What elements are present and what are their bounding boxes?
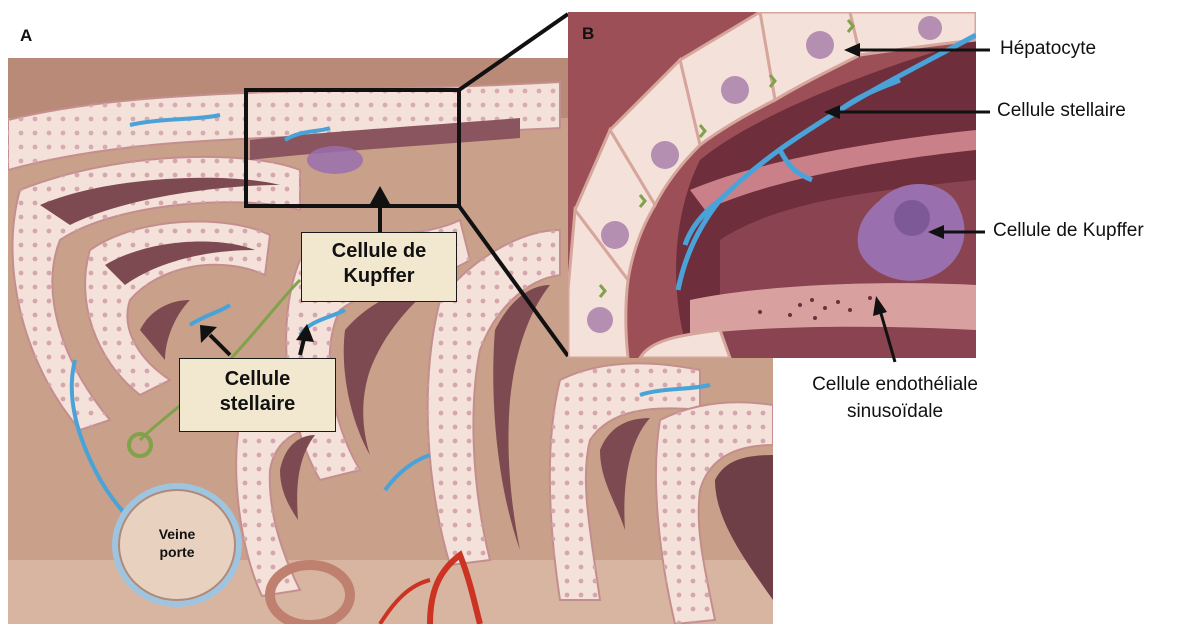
kupffer-label-line1: Cellule de [302,239,456,264]
portal-vein-label: Veine porte [137,525,217,561]
endothelial-label-line2: sinusoïdale [780,399,1010,426]
kupffer-cell-a [307,146,363,174]
stellate-label-line1: Cellule [180,367,335,392]
kupffer-label-line2: Kupffer [302,264,456,289]
stellate-label-box-a: Cellule stellaire [179,358,336,432]
endothelial-label-line1: Cellule endothéliale [780,372,1010,399]
kupffer-label-box-a: Cellule de Kupffer [301,232,457,302]
stellate-label-b: Cellule stellaire [997,100,1126,122]
hepatocyte-label: Hépatocyte [1000,38,1096,60]
panel-b-letter: B [582,24,594,44]
endothelial-label: Cellule endothéliale sinusoïdale [780,372,1010,425]
stellate-label-line2: stellaire [180,392,335,417]
kupffer-label-b: Cellule de Kupffer [993,220,1144,242]
panel-b-illustration [568,12,976,358]
panel-a-letter: A [20,26,32,46]
portal-vein-label-line2: porte [137,543,217,561]
portal-vein-label-line1: Veine [137,525,217,543]
